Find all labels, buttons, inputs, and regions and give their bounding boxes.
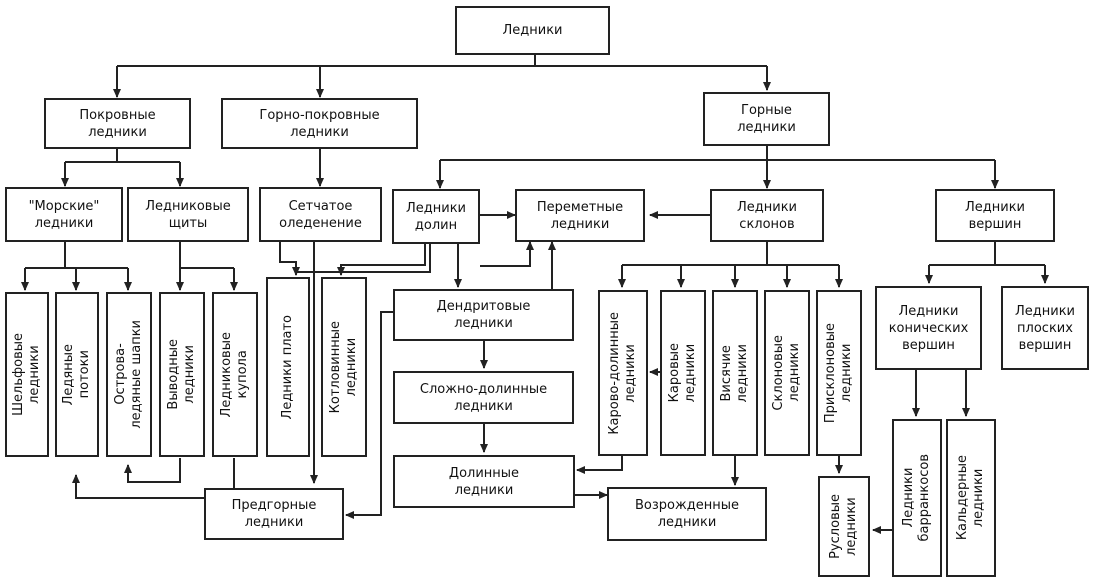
node-basin-glaciers: Котловинные ледники xyxy=(321,277,367,457)
node-glaciers: Ледники xyxy=(455,6,610,55)
node-conical-summit-glaciers: Ледники конических вершин xyxy=(875,286,982,370)
node-cirque-valley-glaciers: Карово-долинные ледники xyxy=(598,290,648,456)
node-mountain-sheet-glaciers: Горно-покровные ледники xyxy=(221,98,418,149)
node-slope-glaciers: Ледники склонов xyxy=(710,189,824,242)
node-summit-glaciers: Ледники вершин xyxy=(935,189,1055,242)
node-foot-slope-glaciers: Присклоновые ледники xyxy=(816,290,862,456)
node-marine-glaciers: "Морские" ледники xyxy=(5,187,123,242)
node-valley-glaciers: Ледники долин xyxy=(392,189,480,244)
node-ice-domes: Ледниковые купола xyxy=(212,292,258,457)
node-ice-streams: Ледяные потоки xyxy=(55,292,99,457)
node-outlet-glaciers: Выводные ледники xyxy=(159,292,205,457)
node-mountain-glaciers: Горные ледники xyxy=(703,92,830,146)
node-regenerated-glaciers: Возрожденные ледники xyxy=(607,487,767,541)
node-ice-shields: Ледниковые щиты xyxy=(127,187,249,242)
node-barranco-glaciers: Ледники барранкосов xyxy=(892,419,942,577)
node-plateau-glaciers: Ледники плато xyxy=(266,277,310,457)
node-piedmont-glaciers: Предгорные ледники xyxy=(204,488,344,540)
node-transection-glaciers: Переметные ледники xyxy=(515,189,645,242)
node-channel-glaciers: Русловые ледники xyxy=(818,476,870,577)
node-island-ice-caps: Острова- ледяные шапки xyxy=(106,292,152,457)
node-dendritic-glaciers: Дендритовые ледники xyxy=(393,289,574,341)
node-valley-glaciers-simple: Долинные ледники xyxy=(393,455,575,508)
node-flat-summit-glaciers: Ледники плоских вершин xyxy=(1001,286,1089,370)
node-ice-sheet-glaciers: Покровные ледники xyxy=(44,98,191,149)
node-caldera-glaciers: Кальдерные ледники xyxy=(946,419,996,577)
node-slope-type-glaciers: Склоновые ледники xyxy=(764,290,810,456)
node-complex-valley-glaciers: Сложно-долинные ледники xyxy=(393,371,574,424)
node-cirque-glaciers: Каровые ледники xyxy=(660,290,706,456)
node-hanging-glaciers: Висячие ледники xyxy=(712,290,758,456)
node-shelf-glaciers: Шельфовые ледники xyxy=(5,292,49,457)
node-network-glaciation: Сетчатое оледенение xyxy=(259,187,382,242)
